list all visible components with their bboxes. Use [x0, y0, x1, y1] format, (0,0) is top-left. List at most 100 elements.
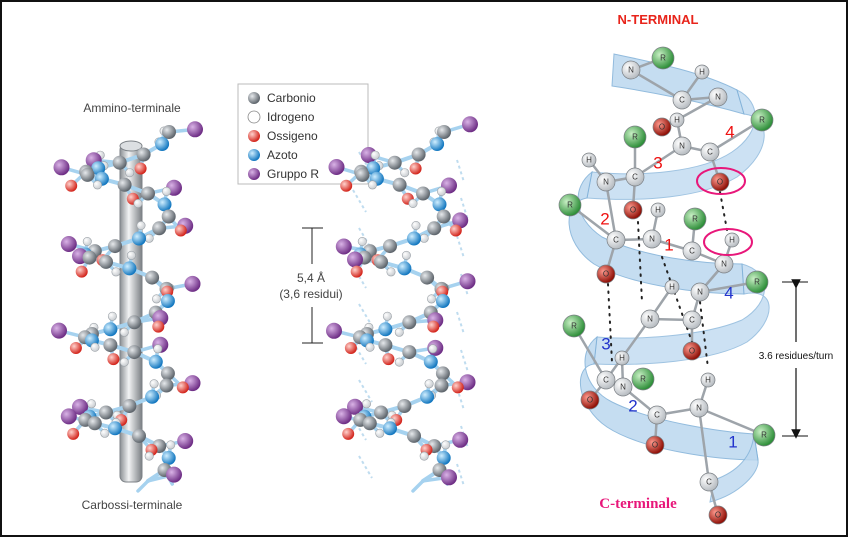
svg-text:N: N	[620, 383, 626, 392]
r-group-atom	[187, 121, 203, 138]
hydrogen-atom: H	[581, 152, 597, 168]
hydrogen-atom	[90, 342, 100, 352]
hydrogen-atom	[424, 379, 434, 389]
carboxy-terminal-label: Carbossi-terminale	[82, 498, 183, 512]
residue-number-red: 4	[725, 123, 734, 142]
r-group-atom	[459, 273, 476, 290]
r-group-atom: R	[683, 207, 707, 231]
r-group-atom	[335, 408, 352, 425]
nitrogen-atom	[132, 231, 146, 246]
residue-number-red: 2	[600, 210, 609, 229]
hydrogen-atom: H	[724, 232, 740, 248]
r-group-atom	[184, 275, 201, 292]
nitrogen-atom: N	[689, 398, 709, 418]
nitrogen-atom: N	[690, 282, 710, 302]
hydrogen-atom	[419, 451, 429, 461]
hydrogen-atom	[136, 221, 146, 231]
hydrogen-atom	[119, 357, 129, 367]
r-group-atom: R	[558, 193, 582, 217]
svg-text:N: N	[679, 142, 685, 151]
hydrogen-atom	[119, 327, 129, 337]
carbon-atom	[416, 186, 430, 201]
legend-box	[237, 83, 369, 185]
pitch-dimension: 5,4 Å (3,6 residui)	[279, 227, 343, 344]
r-group-atom	[335, 238, 352, 255]
svg-text:O: O	[652, 441, 658, 450]
n-terminal-title: N-TERMINAL	[618, 12, 699, 27]
carbon-atom	[132, 428, 146, 443]
hydrogen-atom	[166, 440, 176, 450]
hydrogen-atom	[400, 168, 410, 178]
nitrogen-atom	[430, 137, 445, 151]
oxygen-atom: O	[580, 390, 600, 410]
nitrogen-atom	[155, 137, 170, 151]
hydrogen-atom	[386, 267, 396, 277]
svg-text:R: R	[692, 215, 698, 224]
hydrogen-atom	[394, 357, 404, 367]
oxygen-atom	[427, 320, 440, 333]
r-group-atom	[441, 469, 457, 486]
svg-text:N: N	[628, 66, 634, 75]
oxygen-atom	[451, 381, 464, 394]
r-group-atom	[53, 159, 70, 176]
hydrogen-atom	[382, 311, 392, 321]
carbon-atom	[159, 378, 174, 393]
carbon-atom	[87, 416, 102, 431]
r-group-atom	[177, 433, 194, 449]
hydrogen-atom	[411, 221, 421, 231]
r-group-atom	[452, 431, 469, 448]
carbon-atom	[374, 254, 388, 269]
hydrogen-atom	[370, 150, 380, 160]
hydrogen-atom	[436, 186, 446, 196]
nitrogen-atom	[161, 450, 176, 465]
oxygen-atom: O	[708, 505, 728, 525]
svg-text:H: H	[674, 116, 680, 125]
hydrogen-atom	[125, 168, 135, 178]
oxygen-atom	[67, 427, 80, 440]
nitrogen-atom: N	[714, 254, 734, 274]
nitrogen-atom: N	[613, 377, 633, 397]
carbon-atom: C	[682, 310, 702, 330]
nitrogen-atom: N	[596, 172, 616, 192]
carbon-atom	[387, 155, 402, 170]
hydrogen-atom	[153, 344, 163, 354]
hydrogen-atom	[401, 250, 411, 260]
svg-text:O: O	[715, 511, 721, 520]
carbon-atom	[145, 270, 160, 285]
svg-text:N: N	[697, 288, 703, 297]
carbon-atom: C	[672, 90, 692, 110]
oxygen-atom: O	[652, 117, 672, 137]
hydrogen-atom	[152, 294, 162, 304]
carbon-atom	[437, 125, 451, 139]
r-group-atom	[360, 147, 377, 163]
r-group-atom: R	[651, 46, 675, 70]
svg-text:R: R	[567, 201, 573, 210]
nitrogen-atom	[91, 161, 106, 176]
svg-text:O: O	[659, 123, 665, 132]
nitrogen-atom	[108, 421, 122, 436]
svg-text:R: R	[660, 54, 666, 63]
hydrogen-atom	[107, 311, 117, 321]
svg-text:C: C	[632, 173, 638, 182]
r-group-atom: R	[745, 270, 769, 294]
oxygen-atom: O	[596, 264, 616, 284]
hydrogen-atom	[126, 250, 136, 260]
nitrogen-atom	[397, 261, 412, 276]
carbon-atom	[411, 147, 426, 162]
svg-text:O: O	[603, 270, 609, 279]
carbon-atom	[99, 254, 113, 269]
oxygen-atom	[107, 353, 120, 366]
r-group-atom	[347, 251, 363, 268]
r-group-atom	[166, 466, 182, 483]
nitrogen-atom	[148, 354, 163, 369]
r-group-atom	[60, 408, 77, 425]
r-group-atom: R	[623, 125, 647, 149]
svg-text:O: O	[689, 347, 695, 356]
hydrogen-atom: H	[614, 350, 630, 366]
svg-text:H: H	[669, 283, 675, 292]
residue-number-red: 1	[664, 236, 673, 255]
r-group-atom	[72, 398, 88, 415]
oxygen-atom	[340, 179, 353, 192]
nitrogen-atom: N	[708, 87, 728, 107]
